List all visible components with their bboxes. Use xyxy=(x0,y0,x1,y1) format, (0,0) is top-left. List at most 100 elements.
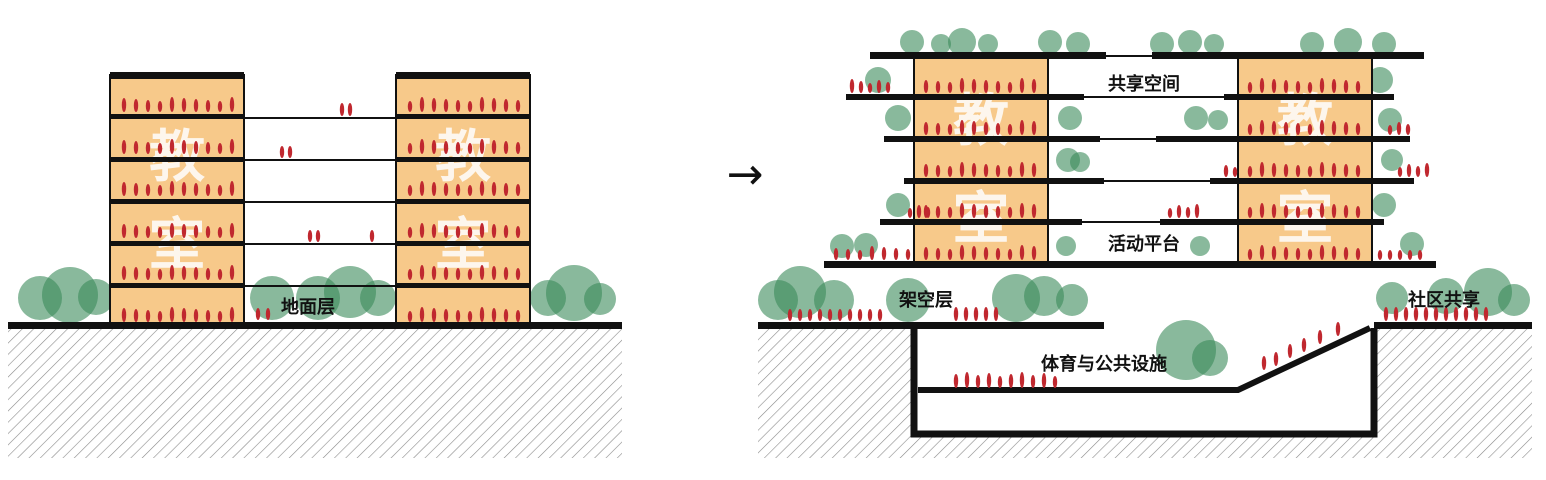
right-people xyxy=(787,78,1489,388)
person-figure xyxy=(964,372,970,388)
person-figure xyxy=(1271,246,1277,260)
tree xyxy=(931,34,951,54)
person-figure xyxy=(1259,78,1265,93)
roof-slab xyxy=(1152,52,1424,59)
person-figure xyxy=(983,205,989,218)
person-figure xyxy=(1396,122,1402,135)
person-figure xyxy=(1295,165,1301,177)
person-figure xyxy=(431,182,437,196)
tree xyxy=(830,234,854,258)
person-figure xyxy=(121,140,127,154)
person-figure xyxy=(1295,248,1301,260)
person-figure xyxy=(947,249,953,260)
left-bridges xyxy=(244,117,396,287)
person-figure xyxy=(503,225,509,238)
person-figure xyxy=(193,309,199,322)
sports-floor-and-ramp xyxy=(918,325,1372,393)
tree xyxy=(900,30,924,54)
underground-outline xyxy=(910,328,1378,438)
person-figure xyxy=(1273,352,1279,366)
person-figure xyxy=(1424,163,1430,177)
person-figure xyxy=(205,100,211,112)
person-figure xyxy=(217,269,223,280)
tree xyxy=(1056,284,1088,316)
person-figure xyxy=(503,141,509,154)
person-figure xyxy=(515,268,521,280)
person-figure xyxy=(837,309,843,321)
person-figure xyxy=(935,248,941,260)
person-figure xyxy=(133,183,139,196)
person-figure xyxy=(407,227,413,238)
shared-space-label: 共享空间 xyxy=(1108,73,1180,95)
person-figure xyxy=(157,143,163,154)
person-figure xyxy=(885,82,891,93)
floor-slab xyxy=(110,157,244,162)
person-figure xyxy=(157,185,163,196)
person-figure xyxy=(975,375,981,388)
person-figure xyxy=(181,182,187,196)
person-figure xyxy=(857,309,863,321)
tree xyxy=(360,280,396,316)
person-figure xyxy=(1295,206,1301,218)
person-figure xyxy=(1041,373,1047,388)
person-figure xyxy=(935,165,941,177)
tree xyxy=(1378,108,1402,132)
person-figure xyxy=(1247,207,1253,218)
person-figure xyxy=(467,185,473,196)
person-figure xyxy=(287,146,293,158)
person-figure xyxy=(983,122,989,135)
floor-slab xyxy=(880,219,1082,225)
person-figure xyxy=(169,265,175,280)
person-figure xyxy=(169,307,175,322)
person-figure xyxy=(1383,307,1389,321)
person-figure xyxy=(1008,374,1014,388)
person-figure xyxy=(1355,81,1361,93)
person-figure xyxy=(1331,204,1337,218)
person-figure xyxy=(1307,82,1313,93)
person-figure xyxy=(947,82,953,93)
person-figure xyxy=(1261,356,1267,370)
person-figure xyxy=(953,307,959,321)
person-figure xyxy=(1393,307,1399,321)
person-figure xyxy=(503,99,509,112)
person-figure xyxy=(1343,205,1349,218)
person-figure xyxy=(947,166,953,177)
person-figure xyxy=(503,267,509,280)
person-figure xyxy=(1247,166,1253,177)
tree xyxy=(1184,106,1208,130)
person-figure xyxy=(857,250,863,260)
right-bridges xyxy=(1082,55,1224,223)
right-building-b: 教 室 xyxy=(1237,57,1373,265)
tree xyxy=(1208,110,1228,130)
person-figure xyxy=(787,309,793,321)
ground-slab xyxy=(758,322,1104,329)
person-figure xyxy=(1031,121,1037,135)
person-figure xyxy=(1259,203,1265,218)
person-figure xyxy=(947,207,953,218)
left-ground-hatch xyxy=(8,328,622,458)
person-figure xyxy=(923,80,929,93)
person-figure xyxy=(1271,121,1277,135)
person-figure xyxy=(1443,307,1449,321)
left-slabs xyxy=(8,72,622,329)
person-figure xyxy=(1271,204,1277,218)
person-figure xyxy=(1031,246,1037,260)
person-figure xyxy=(431,308,437,322)
person-figure xyxy=(205,184,211,196)
person-figure xyxy=(1319,245,1325,260)
person-figure xyxy=(995,206,1001,218)
person-figure xyxy=(971,163,977,177)
person-figure xyxy=(1259,120,1265,135)
person-figure xyxy=(1194,204,1200,218)
person-figure xyxy=(419,97,425,112)
roof-slab xyxy=(110,72,244,79)
floor-slab xyxy=(396,241,530,246)
person-figure xyxy=(145,268,151,280)
tree xyxy=(1192,340,1228,376)
floor-slab xyxy=(904,178,1104,184)
person-figure xyxy=(419,223,425,238)
person-figure xyxy=(407,143,413,154)
person-figure xyxy=(133,225,139,238)
person-figure xyxy=(1283,164,1289,177)
